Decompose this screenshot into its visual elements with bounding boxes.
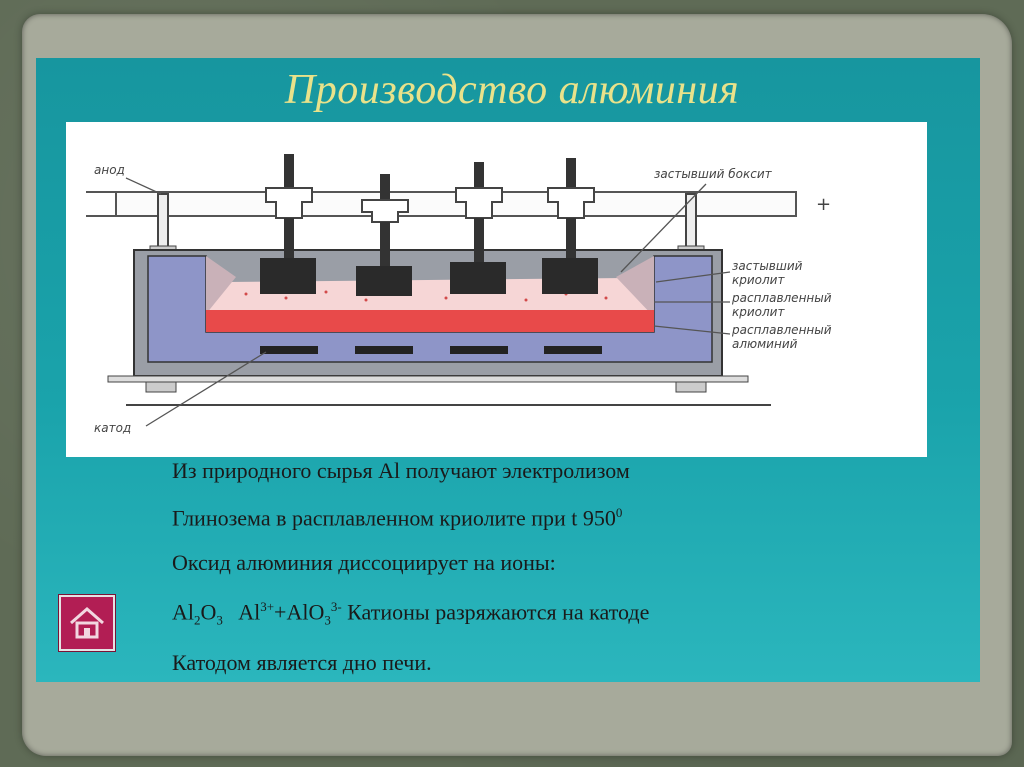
electrolysis-diagram: анод + застывший боксит застывший криоли… (66, 122, 927, 457)
slide-title: Производство алюминия (284, 67, 740, 113)
eq-alo: +AlO (274, 599, 325, 625)
anode-block-1 (260, 258, 316, 294)
anode-block-2 (356, 266, 412, 296)
electrolysis-cell-svg: анод + застывший боксит застывший криоли… (86, 154, 832, 435)
anode-assembly-4 (542, 158, 598, 294)
eq-al: Al (172, 599, 194, 625)
text-line-4-equation: Al2O3 Al3++AlO33- Катионы разряжаются на… (172, 600, 649, 627)
eq-sup3: 3+ (260, 599, 275, 614)
text-line-1: Из природного сырья Al получают электрол… (172, 458, 630, 483)
label-molten-al-1: расплавленный (731, 323, 832, 337)
text-line-3: Оксид алюминия диссоциирует на ионы: (172, 550, 556, 575)
text-line-2-sup: 0 (615, 505, 623, 520)
eq-al-ion: Al (238, 599, 261, 625)
anode-assembly-3 (450, 162, 506, 294)
cathode-bars (260, 346, 602, 354)
eq-sub3b: 3 (324, 612, 331, 628)
home-icon (70, 607, 104, 639)
solid-cryolite-crust (206, 256, 236, 314)
eq-sup3b: 3- (330, 599, 342, 614)
anode-assembly-2 (356, 174, 412, 296)
label-solid-cryolite-2: криолит (732, 273, 785, 287)
molten-aluminum (206, 310, 654, 332)
anode-assembly-1 (260, 154, 316, 294)
label-solid-cryolite-1: застывший (732, 259, 803, 273)
label-molten-cryolite-2: криолит (732, 305, 785, 319)
label-cathode: катод (94, 421, 131, 435)
eq-sub3: 3 (216, 612, 223, 628)
anode-block-3 (450, 262, 506, 294)
bath-base (107, 375, 749, 383)
label-solid-bauxite: застывший боксит (654, 167, 773, 181)
text-line-5: Катодом является дно печи. (172, 650, 432, 675)
eq-sub2: 2 (194, 612, 201, 628)
anode-block-4 (542, 258, 598, 294)
text-line-2-main: Глинозема в расплавленном криолите при t… (172, 505, 616, 531)
label-molten-cryolite-1: расплавленный (731, 291, 832, 305)
text-line-2: Глинозема в расплавленном криолите при t… (172, 506, 622, 529)
label-plus: + (816, 194, 831, 215)
home-button[interactable] (59, 595, 115, 651)
support-post-left (157, 193, 169, 253)
label-anode: анод (94, 163, 125, 177)
label-molten-al-2: алюминий (732, 337, 798, 351)
eq-o: O (200, 599, 217, 625)
eq-rest: Катионы разряжаются на катоде (341, 599, 650, 625)
